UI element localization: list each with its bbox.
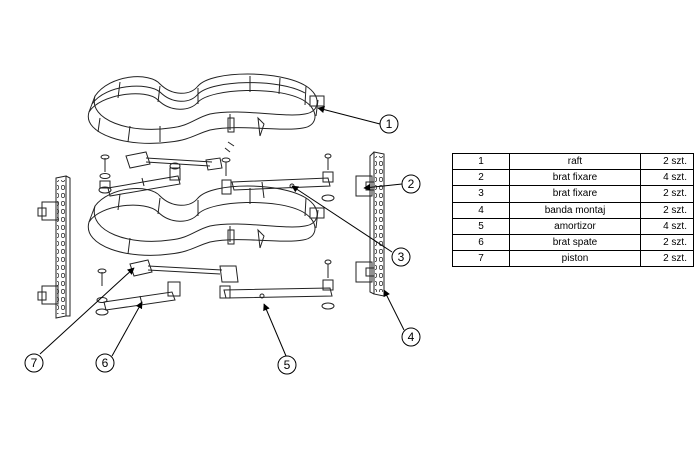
leader-line-5: [263, 303, 287, 357]
right-mounting-strip: [355, 151, 385, 297]
part-number: 5: [452, 217, 510, 235]
part-quantity: 2 szt.: [640, 250, 694, 268]
table-row: 7 piston 2 szt.: [452, 250, 694, 268]
part-quantity: 2 szt.: [640, 233, 694, 252]
left-mounting-strip: [37, 175, 71, 319]
table-row: 4 banda montaj 2 szt.: [452, 201, 694, 219]
part-name: amortizor: [509, 217, 641, 235]
leader-line-6: [111, 301, 143, 357]
callout-7-label: 7: [31, 356, 38, 370]
part-number: 2: [452, 169, 510, 187]
part-quantity: 2 szt.: [640, 201, 694, 219]
leader-line-4: [383, 289, 405, 331]
leader-line-7: [39, 267, 135, 355]
lower-hinge-hardware: [95, 259, 335, 316]
part-name: brat fixare: [509, 185, 641, 203]
callout-2-label: 2: [408, 177, 415, 191]
part-name: raft: [509, 152, 641, 171]
callout-1-label: 1: [386, 117, 393, 131]
part-number: 1: [452, 152, 510, 171]
upper-hinge-hardware: [98, 141, 335, 202]
leader-line-1: [317, 106, 381, 125]
callout-5-label: 5: [284, 358, 291, 372]
lower-shelf: [87, 185, 325, 256]
part-quantity: 2 szt.: [640, 185, 694, 203]
part-name: brat spate: [509, 233, 641, 252]
table-row: 1 raft 2 szt.: [452, 152, 694, 171]
parts-list-table: 1 raft 2 szt. 2 brat fixare 4 szt. 3 bra…: [452, 152, 694, 268]
part-number: 4: [452, 201, 510, 219]
part-name: banda montaj: [509, 201, 641, 219]
callout-6-label: 6: [102, 356, 109, 370]
table-row: 3 brat fixare 2 szt.: [452, 185, 694, 203]
table-row: 2 brat fixare 4 szt.: [452, 169, 694, 187]
part-number: 7: [452, 250, 510, 268]
part-number: 3: [452, 185, 510, 203]
part-name: brat fixare: [509, 169, 641, 187]
part-quantity: 4 szt.: [640, 217, 694, 235]
callout-3-label: 3: [398, 250, 405, 264]
upper-shelf: [87, 73, 325, 144]
callout-4-label: 4: [408, 330, 415, 344]
table-row: 6 brat spate 2 szt.: [452, 233, 694, 252]
table-row: 5 amortizor 4 szt.: [452, 217, 694, 235]
leader-line-3: [291, 185, 393, 253]
part-quantity: 4 szt.: [640, 169, 694, 187]
part-number: 6: [452, 233, 510, 252]
part-name: piston: [509, 250, 641, 268]
leader-line-2: [363, 183, 403, 191]
part-quantity: 2 szt.: [640, 152, 694, 171]
